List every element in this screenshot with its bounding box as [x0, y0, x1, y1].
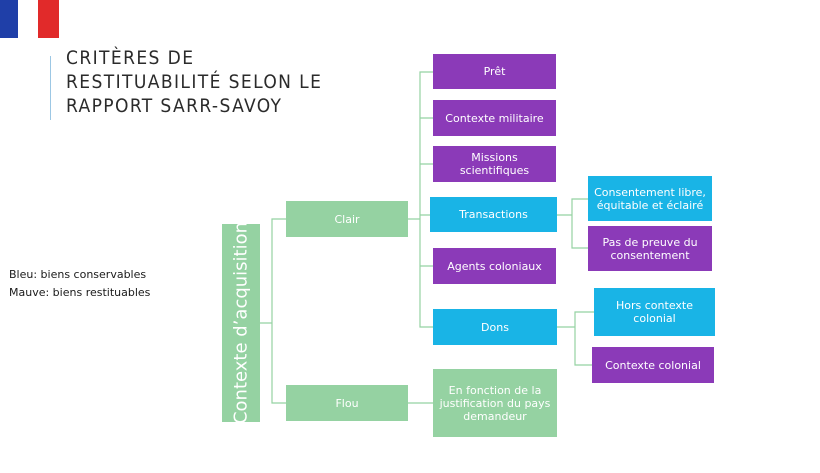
legend-line-blue: Bleu: biens conservables — [9, 268, 147, 281]
node-transactions: Transactions — [430, 197, 557, 232]
node-dons: Dons — [433, 309, 557, 345]
legend-line-mauve: Mauve: biens restituables — [9, 286, 151, 299]
node-pret: Prêt — [433, 54, 556, 89]
root-node-contexte: Contexte d’acquisition — [222, 221, 260, 425]
title-accent-bar — [50, 56, 51, 120]
legend: Bleu: biens conservables Mauve: biens re… — [9, 266, 150, 302]
node-clair: Clair — [286, 201, 408, 237]
node-justification-pays: En fonction de la justification du pays … — [433, 369, 557, 437]
node-hors-contexte-colonial: Hors contexte colonial — [594, 288, 715, 336]
node-consentement-libre: Consentement libre, équitable et éclairé — [588, 176, 712, 221]
flag-blue-stripe — [0, 0, 18, 38]
node-missions-scientifiques: Missions scientifiques — [433, 146, 556, 182]
node-flou: Flou — [286, 385, 408, 421]
flag-red-stripe — [38, 0, 59, 38]
node-contexte-militaire: Contexte militaire — [433, 100, 556, 136]
node-agents-coloniaux: Agents coloniaux — [433, 248, 556, 284]
root-node-label: Contexte d’acquisition — [230, 221, 252, 425]
node-contexte-colonial: Contexte colonial — [592, 347, 714, 383]
page-title: Critères de restituabilité selon le rapp… — [66, 47, 323, 117]
node-pas-de-preuve: Pas de preuve du consentement — [588, 226, 712, 271]
